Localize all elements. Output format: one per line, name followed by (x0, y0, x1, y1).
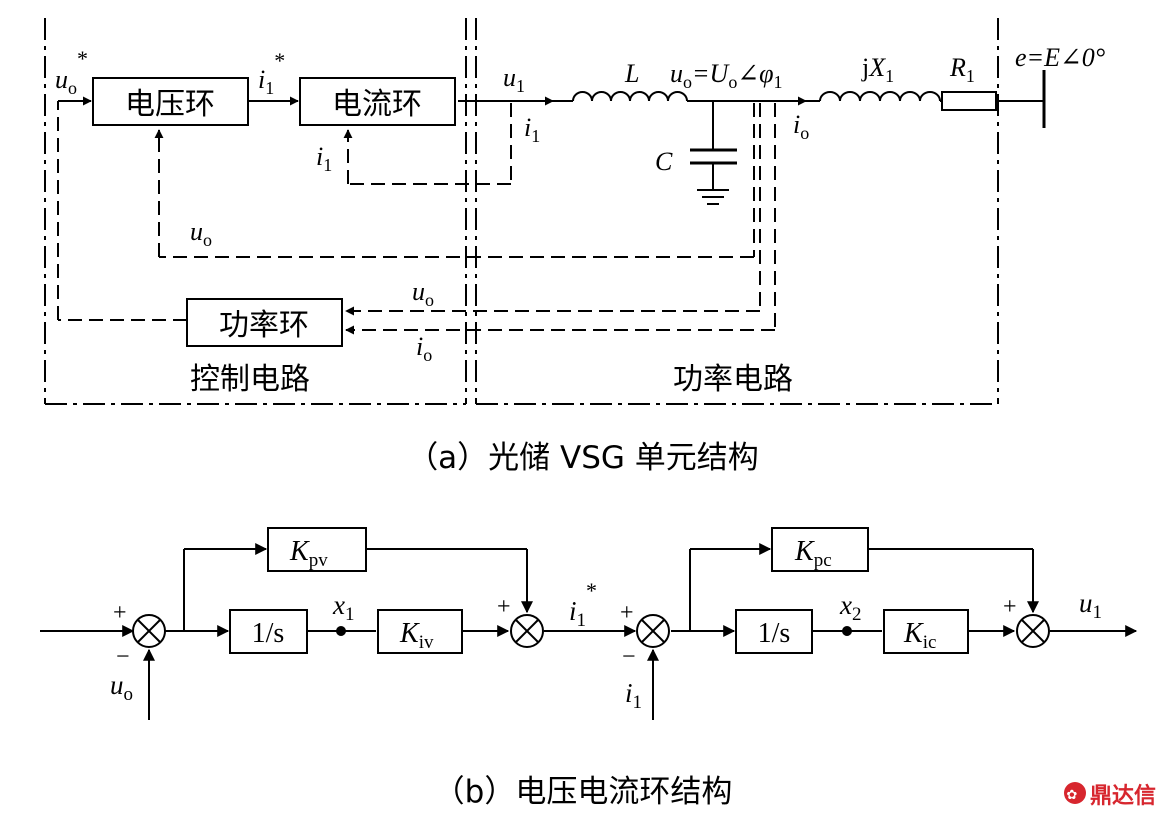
i1-input-label: i1 (625, 678, 642, 713)
caption-a: （a）光储 VSG 单元结构 (407, 440, 759, 476)
voltage-loop-label: 电压环 (125, 87, 215, 122)
uo-power-label: uo (412, 277, 434, 310)
part-b-blocks (229, 527, 969, 654)
part-b-signal-labels: uo x1 i1* x2 i1 u1 (110, 578, 1102, 713)
x1-node (336, 626, 346, 636)
summing-junction-1 (132, 614, 166, 648)
current-loop-block (299, 77, 456, 126)
dashed-feedback-lines (57, 101, 776, 335)
i1-ref-b-label: i1* (569, 578, 597, 631)
i1-ref-label: i1* (258, 48, 285, 98)
watermark-text: 鼎达信 (1090, 783, 1156, 809)
summing-junction-3 (636, 614, 670, 648)
kpc-label: Kpc (794, 536, 832, 571)
summing-junction-2 (510, 614, 544, 648)
kic-label: Kic (903, 618, 936, 653)
uo-ref-label: uo* (55, 46, 88, 98)
resistor-R1 (941, 91, 997, 111)
jX1-label: jX1 (861, 53, 894, 86)
io-power-label: io (416, 332, 432, 365)
part-a-signal-labels: uo* i1* u1 i1 i1 uo uo io io L C uo=Uo∠φ… (55, 43, 1105, 365)
voltage-loop-block (92, 77, 249, 126)
integrator-2-block (735, 609, 813, 654)
power-circuit-label: 功率电路 (673, 362, 793, 397)
minus-sign: − (622, 644, 636, 670)
capacitor-C-label: C (655, 147, 673, 176)
power-loop-block (186, 298, 343, 347)
u1-label: u1 (503, 63, 525, 96)
watermark: ✿ 鼎达信 (1064, 782, 1156, 809)
io-line-label: io (793, 110, 809, 143)
inductor-jX1 (819, 91, 941, 102)
plus-sign: + (113, 600, 127, 626)
power-loop-label: 功率环 (219, 308, 309, 343)
current-loop-label: 电流环 (332, 87, 422, 122)
watermark-logo-icon (1064, 782, 1086, 804)
integrator-1-block (229, 609, 308, 654)
u1-output-label: u1 (1079, 588, 1102, 623)
inductor-L (572, 91, 688, 102)
plus-sign: + (497, 594, 511, 620)
kpv-label: Kpv (289, 536, 328, 571)
integrator-1-label: 1/s (252, 618, 285, 649)
x2-node (842, 626, 852, 636)
integrator-2-label: 1/s (758, 618, 791, 649)
part-b-lines (40, 543, 1138, 720)
summing-junction-4 (1016, 614, 1050, 648)
control-circuit-label: 控制电路 (190, 362, 310, 397)
kiv-label: Kiv (399, 618, 434, 653)
minus-sign: − (116, 644, 130, 670)
i1-feedback-label: i1 (316, 142, 332, 175)
svg-text:✿: ✿ (1067, 788, 1078, 803)
uo-input-label: uo (110, 670, 133, 705)
plus-sign: + (620, 600, 634, 626)
inductor-L-label: L (624, 59, 639, 88)
x1-label: x1 (332, 590, 354, 625)
i1-top-label: i1 (524, 113, 540, 146)
part-b-labels: Kpv 1/s Kiv Kpc 1/s Kic (252, 536, 937, 653)
plus-sign: + (1003, 594, 1017, 620)
R1-label: R1 (949, 53, 975, 86)
kiv-block (377, 609, 463, 654)
part-b-signs: + − + + − + (113, 594, 1017, 670)
uo-feedback-label: uo (190, 217, 212, 250)
kpc-block (771, 527, 869, 572)
kpv-block (267, 527, 367, 572)
power-line (553, 70, 1046, 205)
uo-equation-label: uo=Uo∠φ1 (670, 59, 783, 92)
kic-block (883, 609, 969, 654)
control-region-frame (44, 18, 467, 405)
power-region-frame (475, 18, 999, 405)
x2-label: x2 (839, 590, 861, 625)
grid-voltage-label: e=E∠0° (1015, 43, 1105, 72)
caption-b: （b）电压电流环结构 (434, 774, 733, 810)
